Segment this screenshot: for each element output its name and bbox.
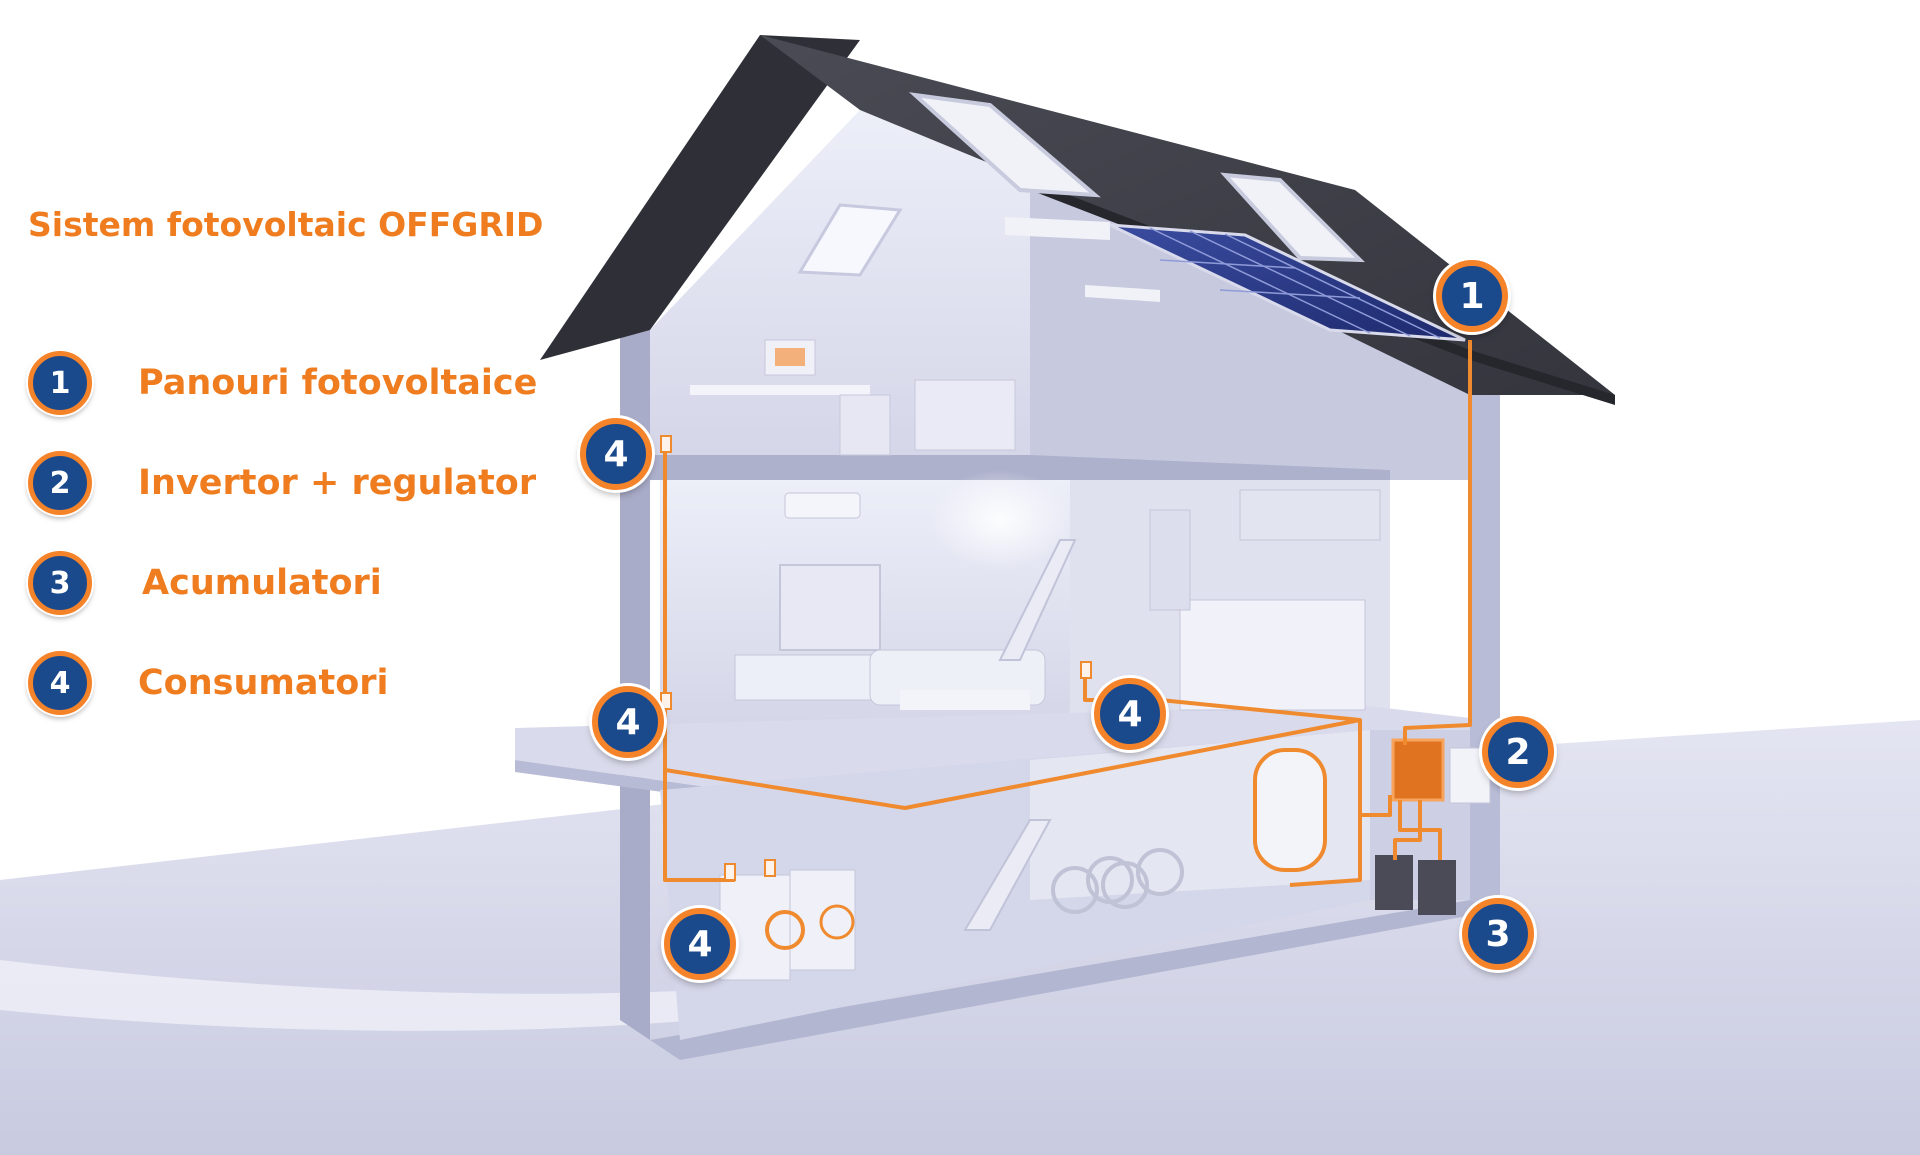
house-right-wall [1470, 340, 1500, 910]
callout-inverter: 2 [1482, 716, 1554, 788]
legend-label: Invertor + regulator [138, 463, 537, 503]
legend-item-inverter: 2 Invertor + regulator [28, 450, 536, 516]
roof-eave [1030, 180, 1615, 405]
kitchen-island [1179, 599, 1366, 711]
ground-light [0, 960, 700, 1031]
attic-side [1030, 180, 1470, 480]
inverter-box [1391, 738, 1445, 802]
water-heater [1253, 748, 1327, 872]
legend-badge: 2 [28, 451, 92, 515]
legend-item-panels: 1 Panouri fotovoltaice [28, 350, 537, 416]
house-foundation [650, 900, 1500, 1060]
callout-attic-consumer: 4 [580, 418, 652, 490]
legend-label: Panouri fotovoltaice [138, 363, 538, 403]
roof-window [1085, 285, 1160, 302]
callout-living-consumer: 4 [592, 686, 664, 758]
callout-batteries: 3 [1462, 898, 1534, 970]
diagram-title: Sistem fotovoltaic OFFGRID [28, 205, 544, 244]
legend-item-consumers: 4 Consumatori [28, 650, 389, 716]
battery-2 [1418, 860, 1456, 915]
wiring [663, 340, 1472, 887]
callout-kitchen-consumer: 4 [1094, 678, 1166, 750]
legend-badge: 1 [28, 351, 92, 415]
stairs [963, 539, 1077, 931]
roof-window [1005, 217, 1110, 240]
legend-badge: 3 [28, 551, 92, 615]
legend-badge: 4 [28, 651, 92, 715]
roof-window [1220, 172, 1365, 263]
attic-desk [690, 385, 870, 395]
attic-floor [650, 455, 1390, 480]
legend-label: Consumatori [138, 663, 389, 703]
attic-bed [914, 379, 1016, 451]
bicycles [1051, 848, 1184, 914]
battery-1 [1375, 855, 1413, 910]
skylight [797, 203, 903, 277]
solar-panel-array [1109, 223, 1466, 342]
callout-laundry-consumer: 4 [664, 908, 736, 980]
tv [779, 564, 881, 651]
callout-panels: 1 [1436, 260, 1508, 332]
roof-window [908, 92, 1101, 198]
sockets [660, 435, 1092, 881]
legend-label: Acumulatori [142, 563, 382, 603]
roof-left [540, 35, 860, 360]
legend-item-batteries: 3 Acumulatori [28, 550, 382, 616]
air-conditioner [784, 492, 861, 519]
house-left-wall [620, 320, 650, 1040]
